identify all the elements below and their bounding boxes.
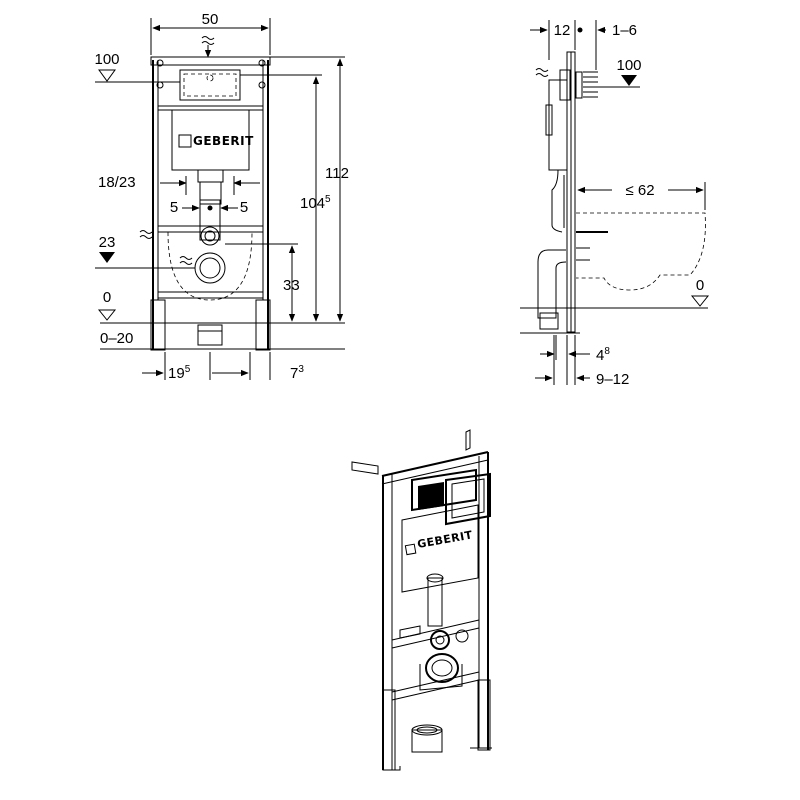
height-outlet-label: 33 xyxy=(283,277,300,294)
pipe-spacing-label: 18/23 xyxy=(98,174,136,191)
side-depth-top-label: 12 xyxy=(554,22,571,39)
iso-flush-plate xyxy=(445,472,491,526)
side-foot-depth-label: 48 xyxy=(596,346,610,364)
iso-drain-bend xyxy=(425,653,459,683)
flush-pipe xyxy=(199,199,221,241)
side-wall-depth-label: 9–12 xyxy=(596,371,629,388)
side-level-top-label: 100 xyxy=(616,57,641,74)
right-bracket xyxy=(465,429,471,451)
foot-spacing-label: 195 xyxy=(168,364,191,382)
level-zero-marker-icon xyxy=(97,309,117,321)
level-top-label: 100 xyxy=(94,51,119,68)
level-marker-icon xyxy=(98,69,116,82)
isometric-view: GEBERIT xyxy=(351,429,492,771)
foot-offset-label: 73 xyxy=(290,364,304,382)
water-inlet-icon xyxy=(139,230,153,239)
level-0-label: 0 xyxy=(103,289,111,306)
side-bowl-outline xyxy=(576,212,706,291)
right-leg xyxy=(255,299,271,351)
height-frame-label: 1045 xyxy=(300,194,331,212)
water-supply-icon xyxy=(201,36,215,45)
side-water-icon xyxy=(535,68,549,77)
floor-range-label: 0–20 xyxy=(100,330,133,347)
front-view: GEBERIT 50 100 18/23 xyxy=(94,11,348,382)
bowl-outline xyxy=(167,231,253,301)
height-total-label: 112 xyxy=(325,165,349,182)
side-level-marker-icon xyxy=(621,75,637,86)
drain-pipe xyxy=(197,324,223,346)
iso-logo-text: GEBERIT xyxy=(416,528,473,551)
offset-right-label: 5 xyxy=(240,199,248,216)
drain-flow-icon xyxy=(179,256,193,265)
logo-text: GEBERIT xyxy=(193,134,254,148)
width-label: 50 xyxy=(202,11,219,28)
iso-waste-pipe xyxy=(411,729,443,753)
logo-square-icon xyxy=(178,134,192,148)
flush-plate-icon xyxy=(583,71,598,98)
flush-opening xyxy=(179,69,241,101)
side-adjust-label: 1–6 xyxy=(612,22,637,39)
side-level-0-label: 0 xyxy=(696,277,704,294)
iso-cistern xyxy=(401,504,479,593)
level-filled-marker-icon xyxy=(99,252,115,263)
offset-left-label: 5 xyxy=(170,199,178,216)
level-23-label: 23 xyxy=(99,234,116,251)
iso-flush-button-left xyxy=(418,482,444,510)
side-level-zero-icon xyxy=(690,295,710,307)
left-leg xyxy=(150,299,166,351)
side-drain-bend xyxy=(537,249,567,319)
side-view: 12 1–6 100 ≤ 62 0 48 9–12 xyxy=(520,20,710,388)
left-bracket xyxy=(351,461,379,475)
bowl-reach-label: ≤ 62 xyxy=(625,182,654,199)
